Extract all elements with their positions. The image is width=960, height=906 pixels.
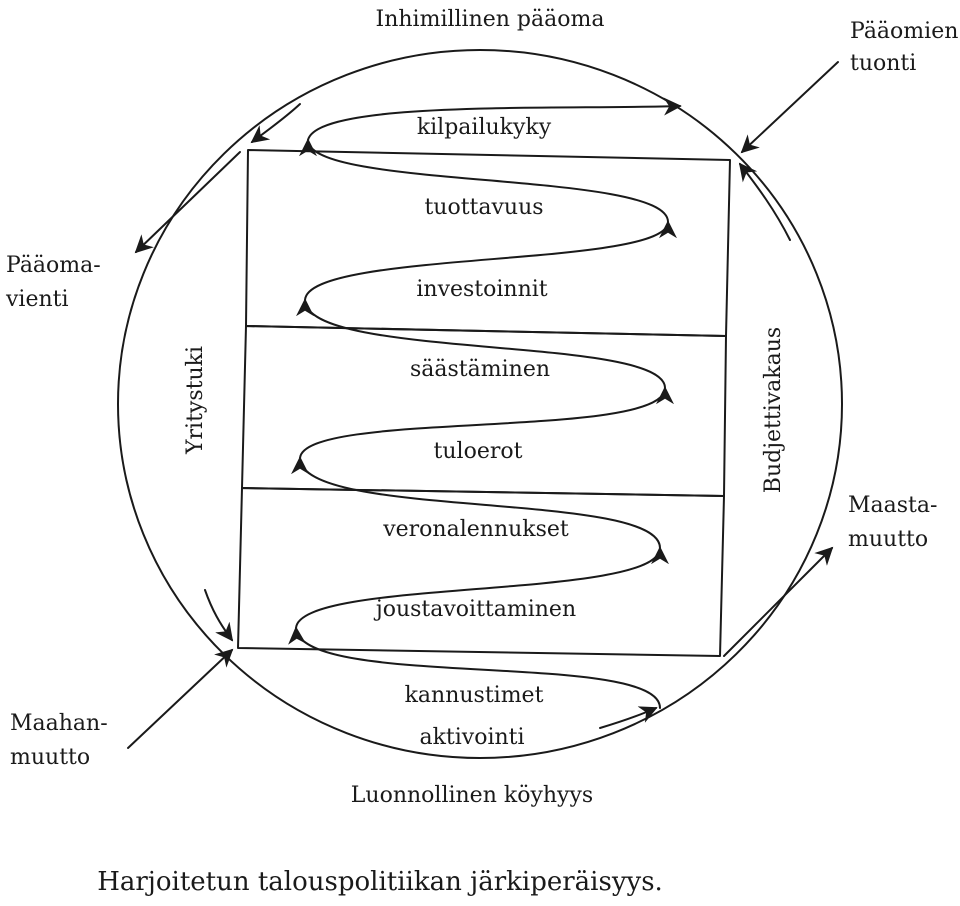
arrow-emigration [723, 546, 834, 657]
step-tax-cuts: veronalennukset [382, 517, 569, 542]
step-productivity: tuottavuus [424, 195, 543, 220]
step-incentives: kannustimet [405, 683, 544, 708]
circle-arrow-left-lower [204, 589, 234, 642]
box-bottom [237, 487, 725, 657]
flow-segment-4 [299, 386, 674, 459]
label-natural-poverty: Luonnollinen köyhyys [351, 783, 593, 808]
label-budget-stability: Budjettivakaus [761, 327, 786, 493]
arrow-capital-import [740, 61, 839, 154]
circle-arrow-right-upper [738, 162, 791, 241]
label-human-capital: Inhimillinen pääoma [376, 7, 605, 32]
flow-segment-1 [288, 626, 661, 709]
step-investments: investoinnit [416, 277, 547, 302]
box-top [245, 149, 731, 337]
figure-caption: Harjoitetun talouspolitiikan järkiperäis… [97, 867, 663, 897]
step-flexibilization: joustavoittaminen [373, 597, 576, 622]
circle-arrow-top-left [250, 103, 301, 144]
label-capital-import-1: Pääomien [850, 19, 958, 44]
step-activation: aktivointi [419, 725, 524, 750]
label-immigration-2: muutto [10, 745, 90, 770]
step-competitiveness: kilpailukyky [417, 115, 552, 140]
label-capital-import-2: tuonti [850, 51, 916, 76]
label-emigration-2: muutto [848, 527, 928, 552]
flow-segment-5 [296, 298, 666, 389]
arrow-capital-export [134, 151, 241, 254]
label-capital-export-2: vienti [5, 287, 69, 312]
box-middle [241, 325, 727, 497]
circle-arrow-top-right [307, 97, 682, 141]
step-saving: säästäminen [410, 357, 550, 382]
circle-arrow-bottom-right [599, 706, 658, 729]
step-income-differences: tuloerot [434, 439, 523, 464]
label-immigration-1: Maahan- [10, 711, 108, 736]
flow-segment-6 [304, 220, 677, 301]
flow-segment-2 [295, 546, 669, 629]
flow-segment-3 [291, 456, 661, 549]
label-business-subsidy: Yritystuki [183, 346, 208, 455]
arrow-immigration [127, 648, 234, 749]
label-emigration-1: Maasta- [848, 493, 937, 518]
outer-circle [117, 49, 843, 759]
flow-segment-7 [299, 138, 669, 223]
label-capital-export-1: Pääoma- [6, 253, 101, 278]
